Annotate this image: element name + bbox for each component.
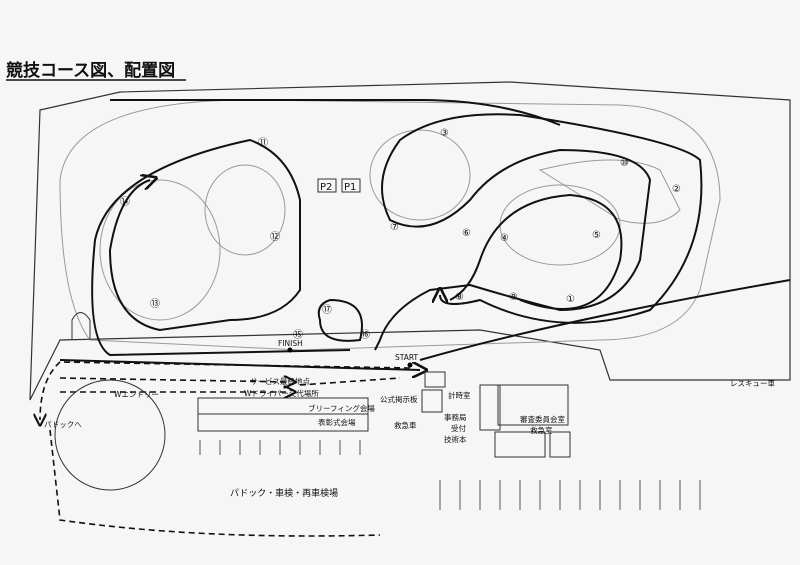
marker-15: ⑮ <box>293 329 303 341</box>
start-label: START <box>395 353 419 362</box>
w-entry-label: Wエントリー <box>114 390 159 399</box>
marker-17: ⑰ <box>322 304 332 316</box>
marker-3: ③ <box>440 128 449 139</box>
marker-8: ⑧ <box>455 292 464 303</box>
tech-label: 技術本 <box>444 434 467 444</box>
parking-p2: P2 <box>320 182 332 193</box>
marker-2: ② <box>672 184 681 195</box>
map-title: 競技コース図、配置図 <box>6 60 175 81</box>
marker-6: ⑥ <box>462 228 471 239</box>
marker-10: ⑩ <box>620 158 629 169</box>
service-point-label: サービス最終地点 <box>250 376 310 386</box>
ambulance-label: 救急車 <box>394 420 417 430</box>
briefing-venue-label: ブリーフィング会場 <box>308 403 375 413</box>
notice-board-label: 公式掲示板 <box>380 394 418 404</box>
marker-16: ⑯ <box>360 329 370 341</box>
paddock-label: パドック・車検・再車検場 <box>230 487 338 499</box>
marker-13: ⑬ <box>150 298 160 310</box>
office-label: 事務局 <box>444 412 467 422</box>
marker-1: ① <box>566 294 575 305</box>
rescue-vehicle-label: レスキュー車 <box>730 378 775 388</box>
site-boundary <box>29 81 791 401</box>
parking-p1: P1 <box>344 182 356 193</box>
driver-change-label: Wドライバー交代場所 <box>244 388 319 398</box>
steward-room-label: 審査委員会室 <box>520 414 565 424</box>
reception-label: 受付 <box>451 423 466 433</box>
marker-14: ⑭ <box>120 196 130 208</box>
award-venue-label: 表彰式会場 <box>318 417 356 427</box>
medical-room-label: 救急室 <box>530 425 553 435</box>
to-paddock-label: パドックへ <box>44 420 82 429</box>
marker-7: ⑦ <box>390 222 399 233</box>
marker-12: ⑫ <box>270 231 280 243</box>
finish-label: FINISH <box>278 339 303 348</box>
marker-9: ⑨ <box>509 292 518 303</box>
marker-5: ⑤ <box>592 230 601 241</box>
timing-room-label: 計時室 <box>448 390 471 400</box>
marker-4: ④ <box>500 233 509 244</box>
marker-11: ⑪ <box>258 137 268 149</box>
